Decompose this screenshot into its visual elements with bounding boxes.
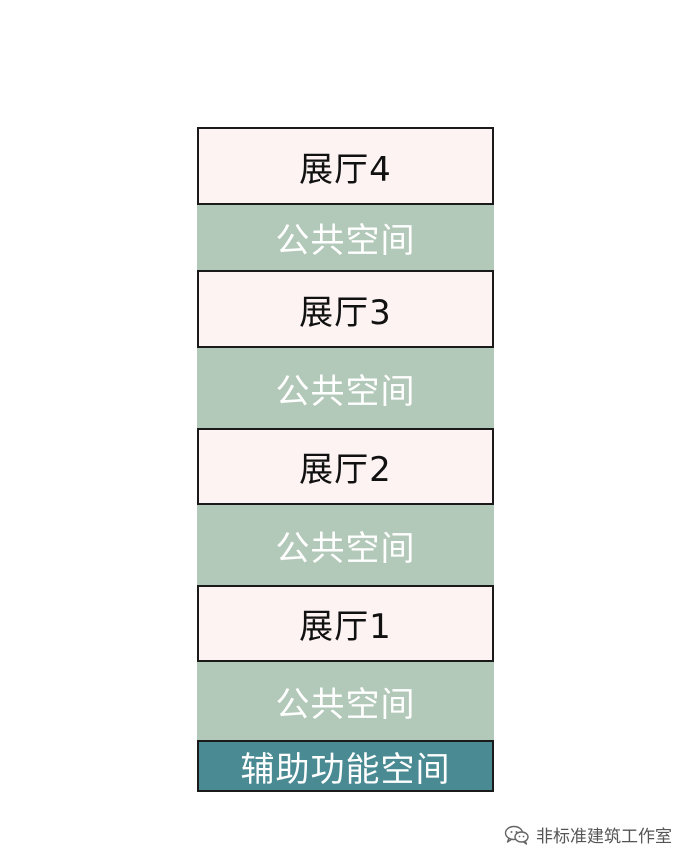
- public-space-band: 公共空间: [197, 505, 494, 585]
- band-label: 辅助功能空间: [240, 749, 451, 790]
- band-label: 展厅3: [299, 292, 392, 333]
- band-label: 公共空间: [275, 221, 416, 261]
- auxiliary-space-band: 辅助功能空间: [197, 740, 494, 792]
- band-label: 公共空间: [275, 371, 416, 412]
- band-label: 展厅2: [299, 450, 392, 490]
- band-label: 展厅4: [299, 149, 392, 190]
- band-label: 公共空间: [275, 528, 416, 569]
- public-space-band: 公共空间: [197, 205, 494, 270]
- floor-stack-diagram: 展厅4 公共空间 展厅3 公共空间 展厅2 公共空间 展厅1 公共空间 辅助功能…: [197, 127, 494, 792]
- wechat-icon: [504, 825, 529, 845]
- watermark: 非标准建筑工作室: [504, 822, 672, 847]
- band-label: 展厅1: [299, 607, 392, 647]
- public-space-band: 公共空间: [197, 662, 494, 740]
- exhibition-hall-4: 展厅4: [197, 127, 494, 205]
- watermark-text: 非标准建筑工作室: [536, 827, 672, 847]
- exhibition-hall-3: 展厅3: [197, 270, 494, 348]
- exhibition-hall-2: 展厅2: [197, 428, 494, 505]
- exhibition-hall-1: 展厅1: [197, 585, 494, 662]
- public-space-band: 公共空间: [197, 348, 494, 428]
- band-label: 公共空间: [275, 684, 416, 725]
